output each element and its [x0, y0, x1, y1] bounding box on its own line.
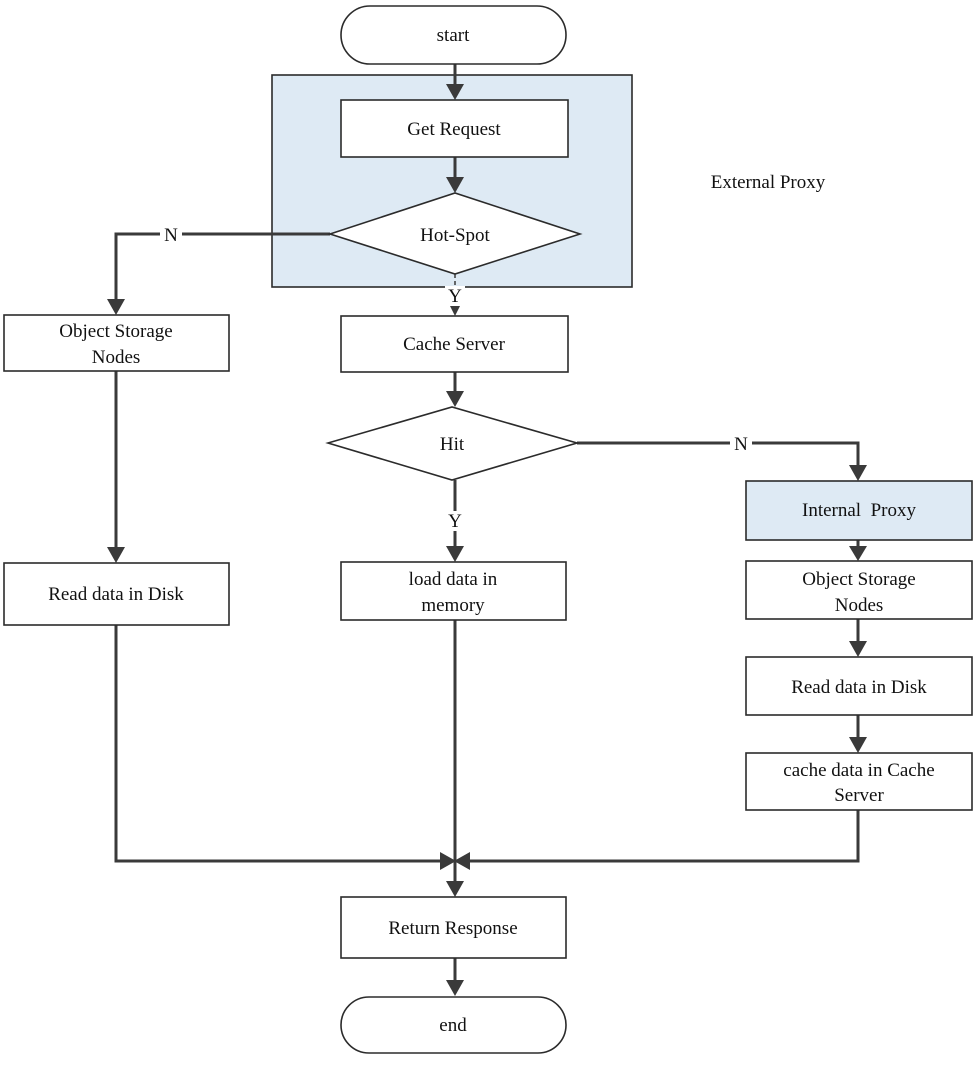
- arrowhead: [849, 465, 867, 481]
- object-storage-right-box: [745, 560, 973, 620]
- arrowhead: [440, 852, 456, 870]
- connector-left-merge: [114, 625, 440, 863]
- read-disk-right-box: [745, 656, 973, 716]
- internal-proxy-label: Internal Proxy: [802, 500, 916, 521]
- cache-data-box: [745, 752, 973, 811]
- read-disk-left-box: [3, 562, 230, 626]
- external-proxy-label: External Proxy: [711, 172, 826, 193]
- edge-label-hotspot-no: N: [164, 225, 178, 246]
- arrowhead: [446, 391, 464, 407]
- cache-server-box: [340, 315, 569, 373]
- object-storage-left-line1: Object Storage: [59, 321, 172, 342]
- end-terminal: [340, 996, 567, 1054]
- arrowhead: [446, 84, 464, 100]
- cache-server-label: Cache Server: [403, 334, 505, 355]
- connector-hotspot-no: [114, 232, 330, 300]
- load-memory-line1: load data in: [409, 569, 498, 590]
- arrowhead: [107, 547, 125, 563]
- edge-label-hit-no: N: [734, 434, 748, 455]
- arrowhead: [107, 299, 125, 315]
- connectors: [107, 64, 867, 996]
- end-label: end: [439, 1015, 467, 1036]
- return-response-label: Return Response: [388, 918, 517, 939]
- arrowhead: [446, 546, 464, 562]
- cache-data-line1: cache data in Cache: [783, 760, 934, 781]
- arrowhead: [849, 737, 867, 753]
- load-memory-box: [340, 561, 567, 621]
- edge-label-hit-yes: Y: [448, 511, 462, 532]
- arrowhead: [454, 852, 470, 870]
- hit-decision: [325, 406, 580, 481]
- arrowhead: [446, 980, 464, 996]
- edge-label-hotspot-yes: Y: [448, 286, 462, 307]
- connector-right-merge: [470, 810, 860, 863]
- hot-spot-label: Hot-Spot: [420, 225, 490, 246]
- start-label: start: [437, 25, 470, 46]
- arrowhead: [446, 881, 464, 897]
- connector-hit-no: [577, 441, 860, 466]
- object-storage-left-box: [3, 314, 230, 372]
- object-storage-left-line2: Nodes: [92, 347, 141, 368]
- get-request-box: [340, 99, 569, 158]
- cache-data-line2: Server: [834, 785, 884, 806]
- hit-label: Hit: [440, 434, 465, 455]
- arrowhead: [449, 304, 461, 316]
- internal-proxy-box: [745, 480, 973, 541]
- arrowhead: [849, 546, 867, 561]
- load-memory-line2: memory: [421, 595, 485, 616]
- object-storage-right-line2: Nodes: [835, 595, 884, 616]
- hot-spot-decision: [327, 192, 583, 275]
- get-request-label: Get Request: [407, 119, 501, 140]
- read-disk-left-label: Read data in Disk: [48, 584, 184, 605]
- arrowhead: [849, 641, 867, 657]
- read-disk-right-label: Read data in Disk: [791, 677, 927, 698]
- return-response-box: [340, 896, 567, 959]
- object-storage-right-line1: Object Storage: [802, 569, 915, 590]
- arrowhead: [446, 177, 464, 193]
- start-terminal: [340, 5, 567, 65]
